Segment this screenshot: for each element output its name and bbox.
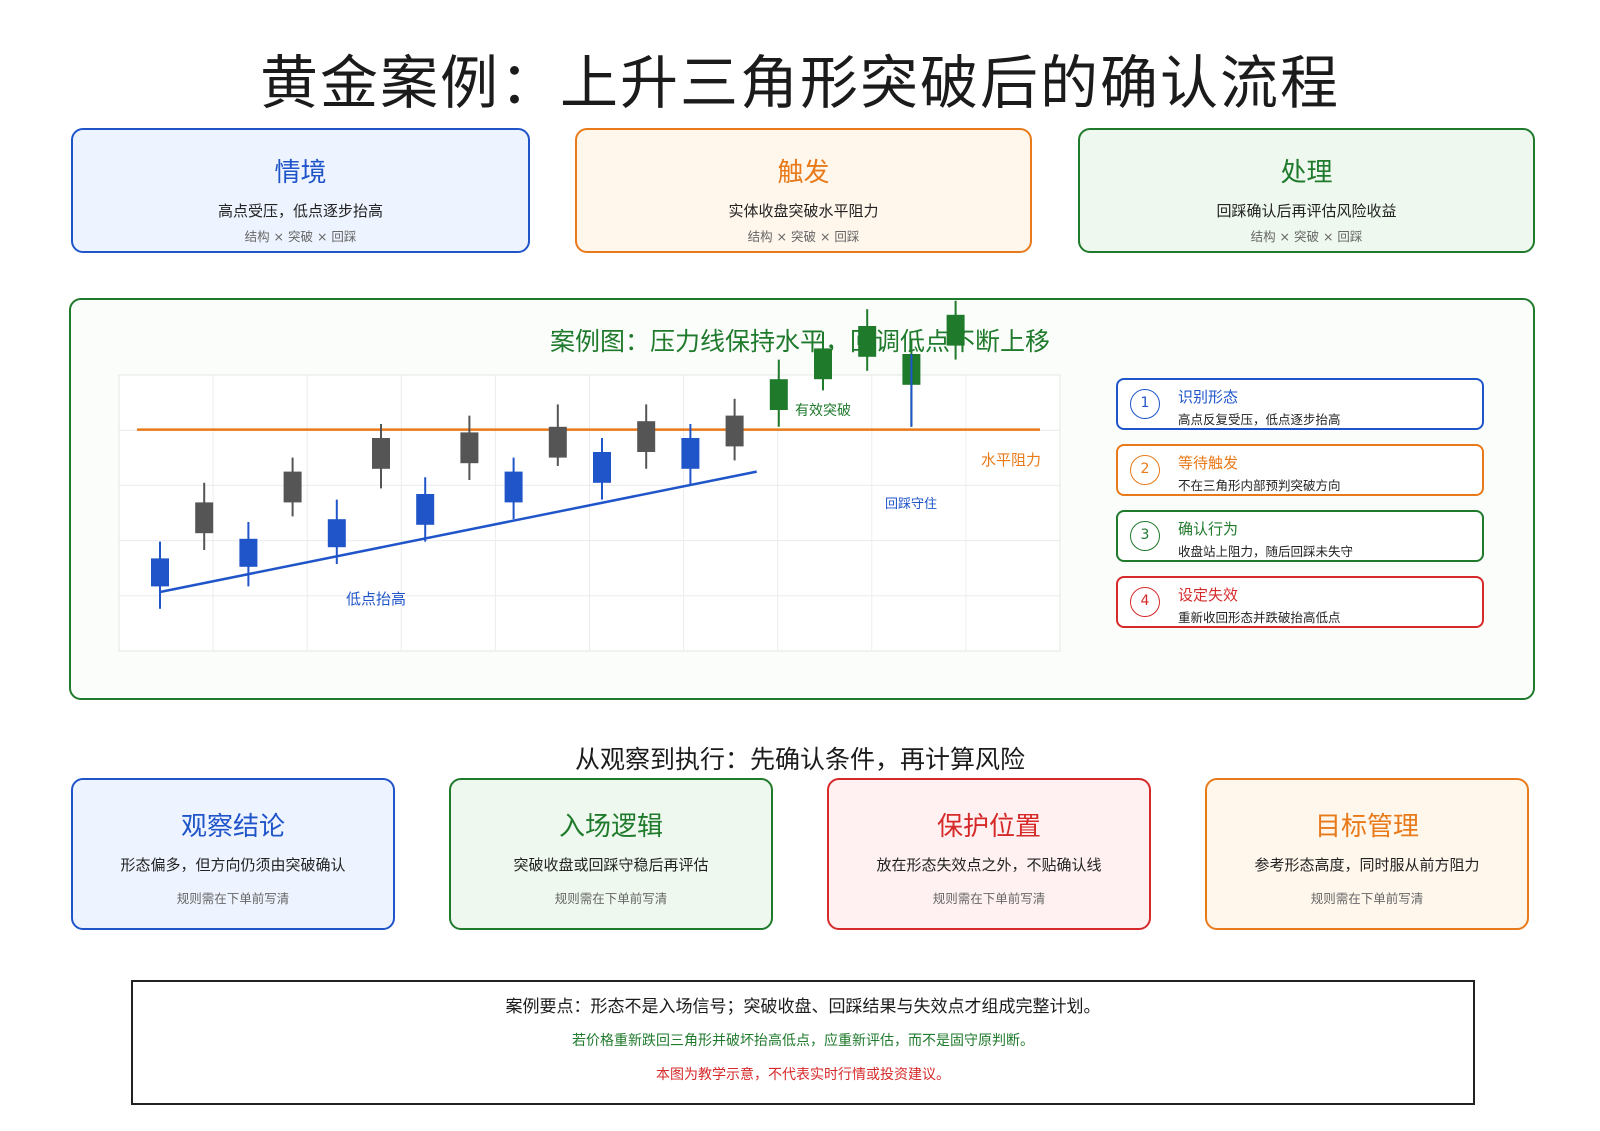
case-panel-title: 案例图：压力线保持水平，回调低点不断上移 [549, 327, 1050, 356]
breakout-label: 有效突破 [795, 403, 851, 419]
step-title: 等待触发 [1178, 454, 1239, 472]
step-number-badge: 1 [1130, 389, 1160, 419]
step-title: 确认行为 [1178, 520, 1239, 538]
card-situation: 情境 高点受压，低点逐步抬高 结构 × 突破 × 回踩 [71, 128, 530, 253]
card-desc: 回踩确认后再评估风险收益 [1216, 202, 1397, 220]
candle-body [372, 438, 390, 469]
card-heading: 触发 [777, 158, 830, 188]
card-tag: 规则需在下单前写清 [554, 891, 668, 906]
card-tag: 结构 × 突破 × 回踩 [1250, 229, 1363, 244]
candle-body [814, 348, 832, 380]
summary-disclaimer: 本图为教学示意，不代表实时行情或投资建议。 [656, 1067, 950, 1083]
step-desc: 重新收回形态并跌破抬高低点 [1178, 610, 1341, 625]
step-title: 设定失效 [1178, 586, 1239, 604]
step-desc: 高点反复受压，低点逐步抬高 [1178, 412, 1341, 427]
support-label: 低点抬高 [346, 590, 406, 608]
candle-body [637, 421, 656, 452]
step-number-badge: 3 [1130, 521, 1160, 551]
card-tag: 结构 × 突破 × 回踩 [747, 229, 860, 244]
summary-box: 案例要点：形态不是入场信号；突破收盘、回踩结果与失效点才组成完整计划。 若价格重… [131, 980, 1475, 1105]
card-heading: 入场逻辑 [558, 812, 663, 842]
candle-body [283, 471, 302, 503]
card-observation: 观察结论 形态偏多，但方向仍须由突破确认 规则需在下单前写清 [71, 778, 395, 930]
candle-body [239, 538, 258, 567]
breakout-arrow-icon [770, 391, 787, 406]
candle-body [151, 558, 169, 587]
card-handling: 处理 回踩确认后再评估风险收益 结构 × 突破 × 回踩 [1078, 128, 1535, 253]
candle-body [681, 438, 700, 469]
card-heading: 情境 [274, 158, 327, 188]
card-tag: 规则需在下单前写清 [932, 891, 1046, 906]
step-identify: 1 识别形态 高点反复受压，低点逐步抬高 [1116, 378, 1484, 430]
support-line [159, 470, 757, 594]
page-title: 黄金案例：上升三角形突破后的确认流程 [259, 49, 1340, 117]
card-tag: 规则需在下单前写清 [1310, 891, 1424, 906]
card-desc: 突破收盘或回踩守稳后再评估 [513, 856, 709, 874]
candle-body [858, 326, 877, 357]
resistance-label: 水平阻力 [981, 451, 1041, 469]
retest-label: 回踩守住 [885, 497, 937, 512]
step-desc: 收盘站上阻力，随后回踩未失守 [1178, 544, 1354, 559]
card-trigger: 触发 实体收盘突破水平阻力 结构 × 突破 × 回踩 [575, 128, 1032, 253]
card-heading: 观察结论 [180, 812, 285, 842]
card-tag: 规则需在下单前写清 [176, 891, 290, 906]
candle-body [460, 432, 479, 464]
step-title: 识别形态 [1178, 388, 1239, 406]
candle-body [327, 519, 346, 548]
candle-body [946, 314, 965, 346]
candle-body [504, 471, 523, 503]
card-tag: 结构 × 突破 × 回踩 [244, 229, 357, 244]
step-confirm: 3 确认行为 收盘站上阻力，随后回踩未失守 [1116, 510, 1484, 562]
step-wait: 2 等待触发 不在三角形内部预判突破方向 [1116, 444, 1484, 496]
card-desc: 形态偏多，但方向仍须由突破确认 [120, 856, 346, 874]
card-target: 目标管理 参考形态高度，同时服从前方阻力 规则需在下单前写清 [1205, 778, 1529, 930]
summary-reassess-note: 若价格重新跌回三角形并破坏抬高低点，应重新评估，而不是固守原判断。 [572, 1033, 1034, 1049]
card-heading: 目标管理 [1314, 812, 1419, 842]
card-heading: 处理 [1280, 158, 1333, 188]
candle-body [725, 415, 744, 447]
card-desc: 参考形态高度，同时服从前方阻力 [1254, 856, 1480, 874]
card-desc: 放在形态失效点之外，不贴确认线 [876, 856, 1102, 874]
card-desc: 高点受压，低点逐步抬高 [217, 202, 383, 220]
step-number-badge: 2 [1130, 455, 1160, 485]
card-heading: 保护位置 [936, 812, 1041, 842]
card-desc: 实体收盘突破水平阻力 [728, 202, 879, 220]
candle-body [593, 452, 611, 483]
step-invalidate: 4 设定失效 重新收回形态并跌破抬高低点 [1116, 576, 1484, 628]
step-number-badge: 4 [1130, 587, 1160, 617]
summary-key-point: 案例要点：形态不是入场信号；突破收盘、回踩结果与失效点才组成完整计划。 [505, 997, 1101, 1017]
section-subtitle: 从观察到执行：先确认条件，再计算风险 [574, 745, 1025, 774]
step-desc: 不在三角形内部预判突破方向 [1178, 478, 1341, 493]
card-protection: 保护位置 放在形态失效点之外，不贴确认线 规则需在下单前写清 [827, 778, 1151, 930]
candle-body [195, 502, 214, 534]
candle-body [548, 426, 567, 458]
card-entry-logic: 入场逻辑 突破收盘或回踩守稳后再评估 规则需在下单前写清 [449, 778, 773, 930]
candle-body [416, 494, 435, 525]
